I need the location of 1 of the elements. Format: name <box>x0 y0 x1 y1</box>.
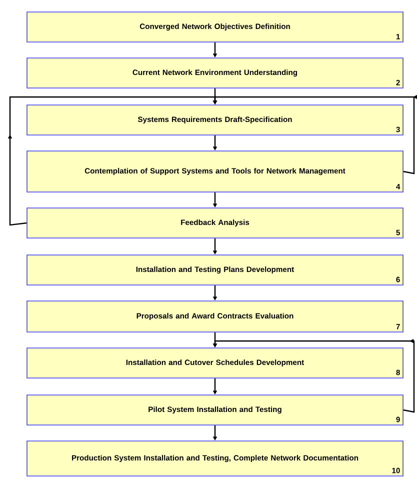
feedback-arrow <box>8 96 218 226</box>
